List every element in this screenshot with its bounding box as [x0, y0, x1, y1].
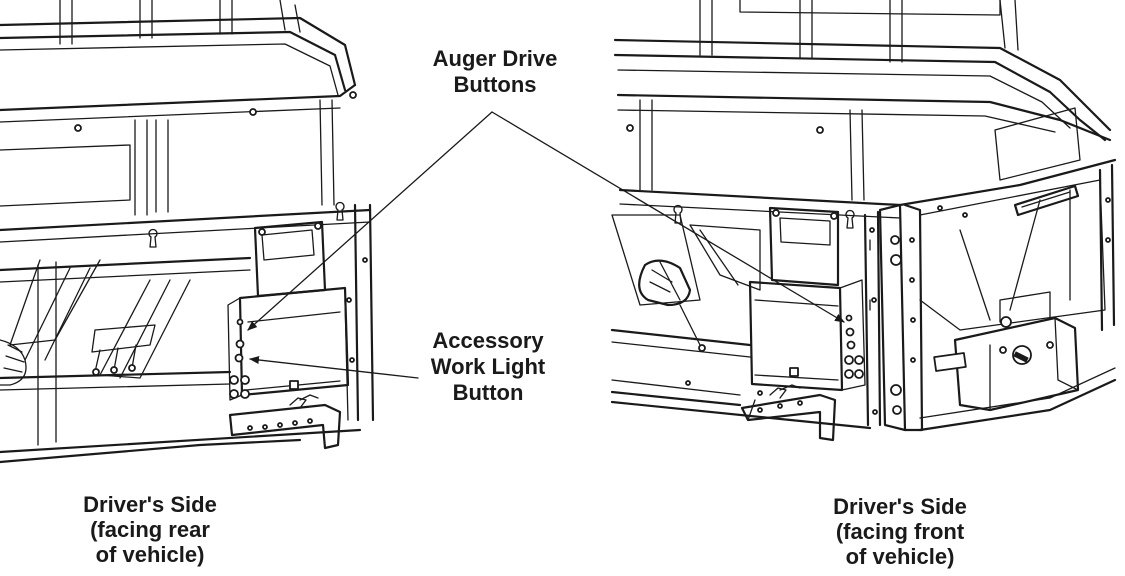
right-caption-line3: of vehicle) [845, 544, 955, 569]
accessory-label-line1: Accessory [432, 328, 544, 353]
left-view-caption: Driver's Side (facing rear of vehicle) [50, 492, 250, 567]
left-caption-line1: Driver's Side [83, 492, 217, 517]
left-caption-line3: of vehicle) [95, 542, 205, 567]
accessory-label-line2: Work Light [430, 354, 546, 379]
accessory-label-line3: Button [452, 380, 524, 405]
accessory-light-label: Accessory Work Light Button [398, 328, 578, 406]
auger-drive-label: Auger Drive Buttons [400, 46, 590, 98]
leader-lines [247, 111, 845, 379]
right-caption-line2: (facing front [835, 519, 965, 544]
left-caption-line2: (facing rear [90, 517, 210, 542]
auger-label-line1: Auger Drive [432, 46, 558, 71]
right-caption-line1: Driver's Side [833, 494, 967, 519]
right-view-caption: Driver's Side (facing front of vehicle) [790, 494, 1010, 569]
auger-label-line2: Buttons [453, 72, 537, 97]
right-hopper-view [610, 0, 1117, 442]
left-hopper-view [0, 0, 375, 464]
